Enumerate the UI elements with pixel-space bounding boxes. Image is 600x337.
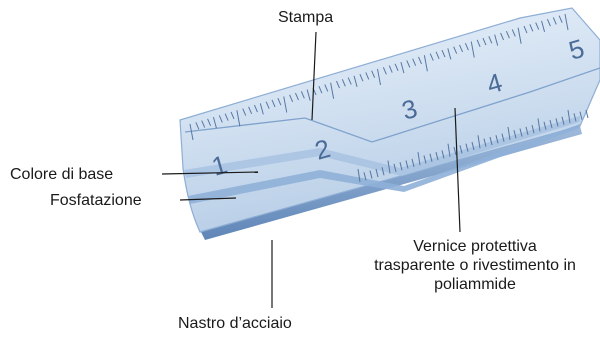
label-vernice-protettiva: Vernice protettiva trasparente o rivesti… [360, 237, 590, 294]
label-vernice-line1: Vernice protettiva [360, 237, 590, 256]
label-vernice-line3: poliammide [360, 275, 590, 294]
label-fosfatazione: Fosfatazione [50, 191, 142, 210]
label-stampa: Stampa [278, 8, 333, 27]
tape-top-surface [180, 8, 600, 232]
label-nastro-acciaio: Nastro d’acciaio [178, 314, 292, 333]
label-colore-di-base: Colore di base [10, 165, 113, 184]
label-vernice-line2: trasparente o rivestimento in [360, 256, 590, 275]
